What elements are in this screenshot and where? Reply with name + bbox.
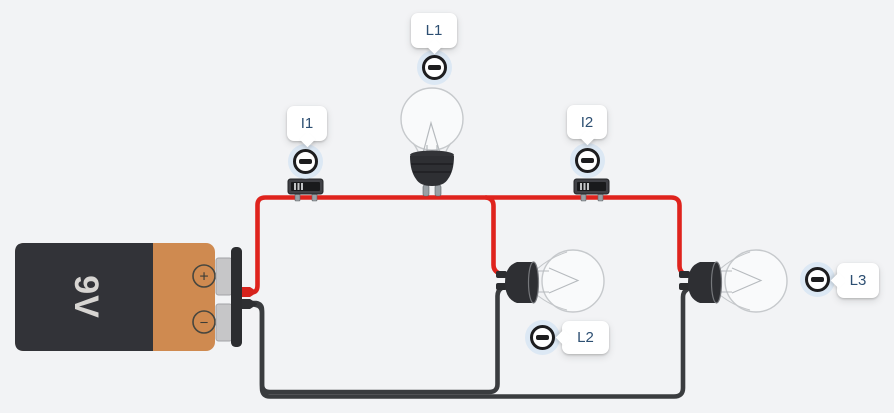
bulb-glass bbox=[400, 87, 464, 151]
minus-icon[interactable] bbox=[800, 262, 835, 297]
bulb-pin bbox=[679, 283, 690, 290]
current-sensor-i1[interactable] bbox=[287, 178, 324, 202]
minus-icon[interactable] bbox=[570, 143, 605, 178]
badge-label-i2: I2 bbox=[580, 113, 594, 131]
bulb-neck bbox=[719, 251, 751, 311]
battery-positive-lead bbox=[242, 287, 257, 297]
probe-ring bbox=[293, 149, 318, 174]
battery-clip bbox=[231, 247, 242, 347]
probe-ring bbox=[575, 148, 600, 173]
bulb-pin bbox=[496, 271, 507, 278]
bulb-glass bbox=[541, 249, 605, 313]
minus-icon[interactable] bbox=[525, 320, 560, 355]
label-badge-l2: L2 bbox=[555, 321, 609, 354]
battery-negative-terminal-mark bbox=[192, 310, 216, 334]
badge-label-i1: I1 bbox=[300, 115, 314, 132]
bulb-pin bbox=[679, 271, 690, 278]
bulb-pin bbox=[434, 184, 442, 197]
wire-negative-battery-to-l2[interactable] bbox=[249, 284, 506, 395]
probe-minus-bar bbox=[811, 277, 824, 282]
battery-negative-lead bbox=[242, 299, 257, 309]
probe-ring bbox=[530, 325, 555, 350]
sensor-rib bbox=[583, 183, 586, 190]
battery-voltage-label: 9V bbox=[67, 275, 105, 319]
current-sensor-i2[interactable] bbox=[573, 178, 610, 202]
bulb-filament-support bbox=[538, 270, 549, 293]
plus-icon: + bbox=[199, 269, 208, 286]
bulb-pin bbox=[422, 184, 430, 197]
battery-terminal-post-top bbox=[215, 257, 233, 296]
sensor-rib bbox=[587, 183, 589, 190]
label-badge-i2: I2 bbox=[567, 105, 607, 146]
badge-label-l1: L1 bbox=[425, 22, 443, 39]
minus-icon[interactable] bbox=[417, 50, 452, 85]
label-badge-l3: L3 bbox=[830, 263, 879, 298]
badge-label-l2: L2 bbox=[577, 329, 594, 346]
probe-minus-bar bbox=[428, 65, 441, 70]
minus-icon[interactable] bbox=[288, 144, 323, 179]
bulb-socket bbox=[410, 156, 454, 186]
sensor-rib bbox=[297, 183, 300, 190]
label-badge-i1: I1 bbox=[287, 106, 327, 148]
bulb-glass bbox=[724, 249, 788, 313]
sensor-rib bbox=[580, 183, 582, 190]
bulb-filament bbox=[422, 120, 441, 154]
bulb-socket bbox=[505, 262, 533, 303]
label-badge-l1: L1 bbox=[411, 13, 457, 55]
wire-positive-branch-to-l2[interactable] bbox=[483, 195, 503, 277]
bulb-socket-ridges bbox=[411, 163, 453, 173]
bulb-socket bbox=[688, 262, 716, 303]
lightbulb-l1[interactable] bbox=[400, 87, 464, 197]
bulb-filament bbox=[731, 267, 763, 294]
bulb-filament bbox=[548, 267, 580, 294]
wire-negative-battery-to-l3[interactable] bbox=[249, 285, 692, 399]
bulb-neck bbox=[536, 251, 568, 311]
battery-body-dark bbox=[15, 243, 153, 351]
probe-minus-bar bbox=[299, 159, 312, 164]
probe-ring bbox=[805, 267, 830, 292]
bulb-socket-rim bbox=[710, 261, 723, 304]
battery-9v[interactable]: 9V + − bbox=[15, 243, 257, 351]
battery-terminal-post-bottom bbox=[215, 303, 233, 342]
badge-label-l3: L3 bbox=[849, 272, 867, 289]
sensor-rib bbox=[301, 183, 303, 190]
lightbulb-l2[interactable] bbox=[496, 249, 605, 313]
sensor-rib bbox=[294, 183, 296, 190]
probe-minus-bar bbox=[536, 335, 549, 340]
probe-minus-bar bbox=[581, 158, 594, 163]
bulb-socket-rim bbox=[527, 261, 540, 304]
minus-symbol-icon: − bbox=[200, 315, 209, 332]
wire-positive-battery-to-l3[interactable] bbox=[249, 195, 689, 295]
probe-ring bbox=[422, 55, 447, 80]
bulb-pin bbox=[496, 283, 507, 290]
bulb-filament-support bbox=[721, 270, 732, 293]
battery-positive-terminal-mark bbox=[192, 264, 216, 288]
lightbulb-l3[interactable] bbox=[679, 249, 788, 313]
